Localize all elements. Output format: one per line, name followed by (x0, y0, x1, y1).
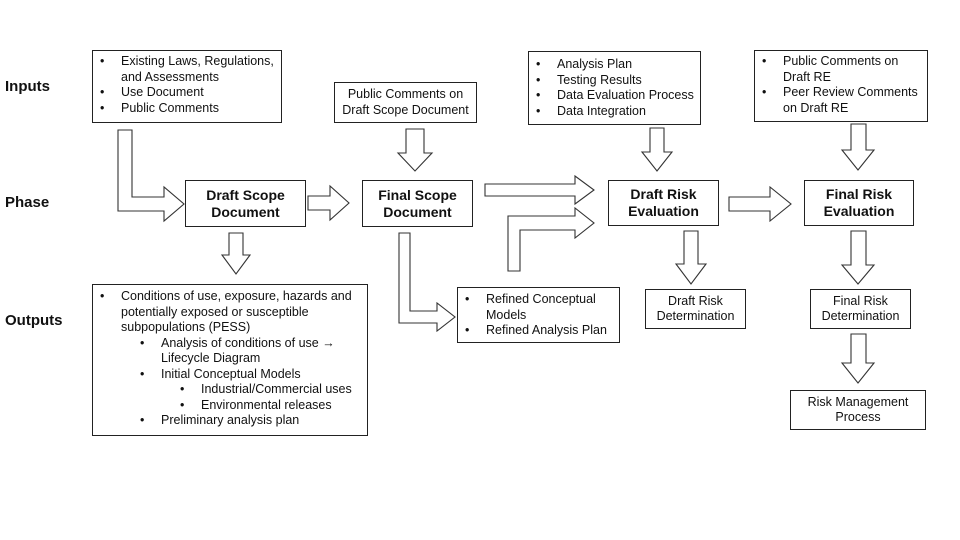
phase-final-risk: Final Risk Evaluation (804, 180, 914, 226)
input-box-final-scope: Public Comments on Draft Scope Document (334, 82, 477, 123)
input-item: Existing Laws, Regulations, and Assessme… (95, 54, 279, 85)
input-item: Data Integration (531, 104, 698, 120)
input-item: Public Comments on Draft RE (757, 54, 923, 85)
arrow-down-to-risk-management (840, 333, 876, 384)
arrow-elbow-final-scope-to-refined (398, 232, 456, 333)
output-item: Conditions of use, exposure, hazards and… (95, 289, 361, 336)
phase-final-scope: Final Scope Document (362, 180, 473, 227)
output-item: Refined Analysis Plan (460, 323, 615, 339)
output-box-final-risk: Final Risk Determination (810, 289, 911, 329)
input-item: Analysis Plan (531, 57, 698, 73)
arrow-down-draft-scope-output (220, 232, 252, 275)
input-box-draft-risk: Analysis Plan Testing Results Data Evalu… (528, 51, 701, 125)
input-box-draft-scope: Existing Laws, Regulations, and Assessme… (92, 50, 282, 123)
arrow-final-scope-to-draft-risk (484, 174, 595, 206)
output-subitem: Analysis of conditions of use → Lifecycl… (95, 336, 361, 367)
arrow-down-draft-risk-output (674, 230, 708, 285)
output-item: Refined Conceptual Models (460, 292, 615, 323)
arrow-draft-scope-to-final-scope (307, 184, 350, 222)
arrow-draft-risk-to-final-risk (728, 185, 792, 223)
row-label-inputs: Inputs (5, 78, 50, 95)
input-item: Public Comments (95, 101, 279, 117)
output-box-draft-risk: Draft Risk Determination (645, 289, 746, 329)
output-box-risk-management: Risk Management Process (790, 390, 926, 430)
input-item: Peer Review Comments on Draft RE (757, 85, 923, 116)
phase-draft-scope: Draft Scope Document (185, 180, 306, 227)
output-subitem: Initial Conceptual Models (95, 367, 361, 383)
output-box-final-scope: Refined Conceptual Models Refined Analys… (457, 287, 620, 343)
output-subsubitem: Industrial/Commercial uses (95, 382, 361, 398)
row-label-phase: Phase (5, 194, 50, 211)
arrow-elbow-refined-to-draft-risk (507, 206, 595, 272)
input-box-final-risk: Public Comments on Draft RE Peer Review … (754, 50, 928, 122)
arrow-down-final-scope-input (396, 128, 434, 172)
input-item: Use Document (95, 85, 279, 101)
input-item: Testing Results (531, 73, 698, 89)
row-label-outputs: Outputs (5, 312, 63, 329)
output-subitem: Preliminary analysis plan (95, 413, 361, 429)
arrow-down-draft-risk-input (640, 127, 674, 172)
input-item: Data Evaluation Process (531, 88, 698, 104)
arrow-down-final-risk-input (840, 123, 876, 171)
phase-draft-risk: Draft Risk Evaluation (608, 180, 719, 226)
output-subsubitem: Environmental releases (95, 398, 361, 414)
arrow-elbow-inputs-to-draft-scope (117, 129, 185, 223)
output-box-draft-scope: Conditions of use, exposure, hazards and… (92, 284, 368, 436)
arrow-down-final-risk-output (840, 230, 876, 285)
